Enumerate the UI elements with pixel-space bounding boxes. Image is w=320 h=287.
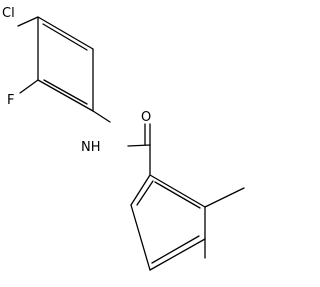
bond-ring1-c4-c5 xyxy=(37,79,94,112)
atom-nh-label: NH xyxy=(81,140,101,155)
bond-methyl-3 xyxy=(204,187,245,208)
bond-ring2-c4-c5 xyxy=(130,204,151,271)
bond-ring1-c2-c3-inner xyxy=(42,23,88,51)
bond-ring2-c5-c1-inner xyxy=(136,180,154,206)
atom-chlorine-label: Cl xyxy=(2,6,15,21)
bond-ring2-c5-c1 xyxy=(130,174,151,206)
bond-ring1-c2-c3 xyxy=(37,16,94,50)
bond-ring1-nh xyxy=(92,110,111,123)
molecule-structure xyxy=(17,16,245,271)
bond-ring1-c1-c2 xyxy=(17,16,39,27)
bond-ring1-c5-f xyxy=(19,79,39,94)
bond-ring2-c3-c4 xyxy=(149,238,206,271)
bond-ring1-c4-c5-inner xyxy=(43,79,88,105)
bond-nh-carbonyl xyxy=(127,144,151,147)
atom-oxygen-label: O xyxy=(141,110,152,125)
bond-ring2-c3-c4-inner xyxy=(151,235,200,264)
bond-ring2-c1-c2-inner xyxy=(154,181,201,209)
atom-fluorine-label: F xyxy=(7,93,15,108)
bond-ring2-c1-c2 xyxy=(149,174,206,208)
